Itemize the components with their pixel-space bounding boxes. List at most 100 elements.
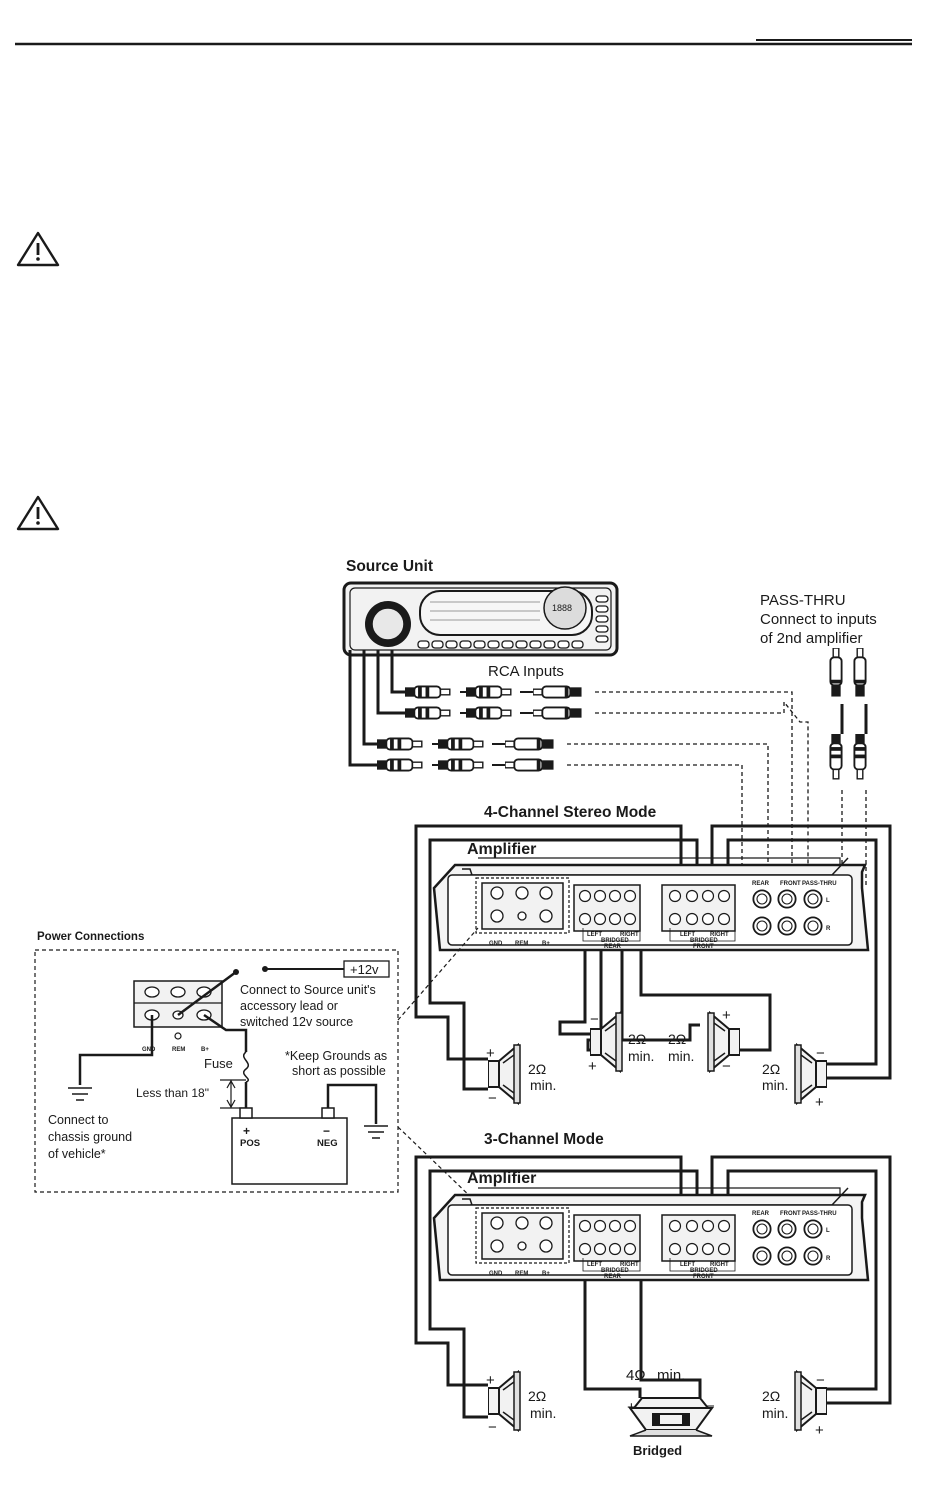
pass-thru-line3: of 2nd amplifier <box>760 630 863 647</box>
three-channel-mode-title: 3-Channel Mode <box>484 1131 604 1148</box>
ground-icon <box>67 1087 93 1101</box>
amplifier-three-channel: Amplifier GND REM B+ LEFT RIGHT BRIDGED … <box>432 1170 870 1282</box>
label-power-battery-neg-sign: − <box>323 1124 330 1138</box>
svg-text:+: + <box>815 1422 824 1439</box>
amplifier-stereo: Amplifier GND REM B+ LEFT RIGHT BRIDGED … <box>432 841 870 952</box>
label-stereo-mode-speakers-1-min: min. <box>628 1048 654 1064</box>
label-amp-panel-rca-headers-1: FRONT <box>780 1211 801 1217</box>
label-power-source-note-1: accessory lead or <box>240 999 338 1013</box>
pass-thru-title: PASS-THRU <box>760 592 846 609</box>
label-amp-panel-front-name: FRONT <box>693 1274 714 1280</box>
label-amp-panel-rear-labels-0: LEFT <box>587 932 602 938</box>
distance-label: Less than 18" <box>136 1086 209 1100</box>
label-power-chassis-note-1: chassis ground <box>48 1130 132 1144</box>
power-connections-box <box>34 949 399 1193</box>
svg-text:−: − <box>488 1090 497 1107</box>
label-power-grounds-note-0: *Keep Grounds as <box>285 1049 387 1063</box>
battery: + POS − NEG <box>231 1107 348 1185</box>
svg-text:−: − <box>816 1045 825 1062</box>
fuse-icon <box>243 1051 249 1083</box>
label-amp-panel-rear-name: REAR <box>604 1274 622 1280</box>
label-amp-panel-front-labels-0: LEFT <box>680 932 695 938</box>
label-power-chassis-note-2: of vehicle* <box>48 1147 106 1161</box>
label-three-channel-mode-right-speaker-ohms: 2Ω <box>762 1388 780 1404</box>
amp-label-stereo: Amplifier <box>467 841 536 858</box>
label-amp-panel-rca-sides-0: L <box>826 1228 830 1234</box>
svg-text:−: − <box>706 1398 715 1415</box>
power-connections-title: Power Connections <box>37 931 144 943</box>
label-amp-panel-front-labels-1: RIGHT <box>710 932 729 938</box>
label-amp-panel-power-terminals-1: REM <box>515 1271 528 1277</box>
amp-term-rem: REM <box>515 941 528 947</box>
source-unit-head: 1888 <box>342 581 619 657</box>
fuse-label: Fuse <box>204 1056 233 1071</box>
speaker-icon: − + 2Ω min. <box>762 1371 827 1439</box>
stereo-speaker-wires <box>414 824 892 1091</box>
label-amp-panel-rca-headers-0: REAR <box>752 881 770 887</box>
svg-text:+: + <box>486 1372 495 1389</box>
label-amp-panel-rca-headers-2: PASS-THRU <box>802 1211 837 1217</box>
label-power-terminals-2: B+ <box>201 1047 209 1053</box>
volume-knob <box>371 607 405 641</box>
label-power-grounds-note-1: short as possible <box>292 1064 386 1078</box>
speaker-icon: + − 2Ω min. <box>486 1044 556 1107</box>
source-unit-title: Source Unit <box>346 558 433 575</box>
svg-text:+: + <box>815 1094 824 1111</box>
warning-triangle-icon <box>16 231 60 267</box>
amp-label-three-channel: Amplifier <box>467 1170 536 1187</box>
voltage-label: +12v <box>350 962 379 977</box>
label-amp-panel-front-labels-0: LEFT <box>680 1262 695 1268</box>
svg-text:−: − <box>488 1419 497 1436</box>
label-three-channel-mode-left-speaker-ohms: 2Ω <box>528 1388 546 1404</box>
speaker-icon: + − 2Ω min. <box>668 1007 740 1075</box>
speaker-icon: − + 2Ω min. <box>588 1011 654 1075</box>
rca-leads <box>348 650 536 767</box>
label-amp-panel-rear-name: REAR <box>604 944 622 950</box>
svg-text:−: − <box>816 1372 825 1389</box>
stereo-mode-title: 4-Channel Stereo Mode <box>484 804 657 821</box>
label-amp-panel-front-labels-1: RIGHT <box>710 1262 729 1268</box>
rca-inputs-label: RCA Inputs <box>488 663 564 680</box>
label-amp-panel-rca-sides-1: R <box>826 1256 831 1262</box>
label-amp-panel-rca-headers-0: REAR <box>752 1211 770 1217</box>
label-amp-panel-power-terminals-0: GND <box>489 1271 503 1277</box>
distance-dimension <box>220 1079 246 1109</box>
label-amp-panel-rca-sides-0: L <box>826 898 830 904</box>
label-stereo-mode-speakers-3-min: min. <box>762 1077 788 1093</box>
svg-text:−: − <box>590 1011 599 1028</box>
label-three-channel-mode-right-speaker-min: min. <box>762 1405 788 1421</box>
svg-text:+: + <box>722 1007 731 1024</box>
label-stereo-mode-speakers-2-ohms: 2Ω <box>668 1031 686 1047</box>
label-power-battery-neg: NEG <box>317 1138 338 1149</box>
label-power-source-note-2: switched 12v source <box>240 1015 353 1029</box>
ground-icon <box>363 1125 389 1139</box>
pass-thru-line2: Connect to inputs <box>760 611 877 628</box>
label-power-battery-pos-sign: + <box>243 1124 250 1138</box>
label-amp-panel-rear-labels-1: RIGHT <box>620 932 639 938</box>
svg-text:+: + <box>486 1045 495 1062</box>
pass-thru-cables <box>829 648 868 780</box>
display-digits: 1888 <box>552 603 572 613</box>
label-stereo-mode-speakers-0-ohms: 2Ω <box>528 1061 546 1077</box>
three-channel-speaker-wires <box>414 1155 892 1419</box>
power-wiring <box>78 968 378 1124</box>
warning-triangle-icon <box>16 495 60 531</box>
label-three-channel-mode-left-speaker-min: min. <box>530 1405 556 1421</box>
voltage-box <box>343 960 390 978</box>
speaker-icon: + − 2Ω min. <box>486 1371 556 1436</box>
speaker-icon: − + 2Ω min. <box>762 1044 827 1111</box>
bridged-caption: Bridged <box>633 1443 682 1458</box>
amp-term-gnd: GND <box>489 941 503 947</box>
label-stereo-mode-speakers-3-ohms: 2Ω <box>762 1061 780 1077</box>
label-power-chassis-note-0: Connect to <box>48 1113 109 1127</box>
svg-text:+: + <box>627 1399 636 1416</box>
label-stereo-mode-speakers-1-ohms: 2Ω <box>628 1031 646 1047</box>
svg-text:+: + <box>588 1058 597 1075</box>
label-power-terminals-0: GND <box>142 1047 156 1053</box>
svg-text:−: − <box>722 1058 731 1075</box>
label-three-channel-mode-sub-min: min. <box>657 1367 685 1384</box>
amp-term-bplus: B+ <box>542 941 550 947</box>
label-power-battery-pos: POS <box>240 1138 260 1149</box>
label-stereo-mode-speakers-2-min: min. <box>668 1048 694 1064</box>
